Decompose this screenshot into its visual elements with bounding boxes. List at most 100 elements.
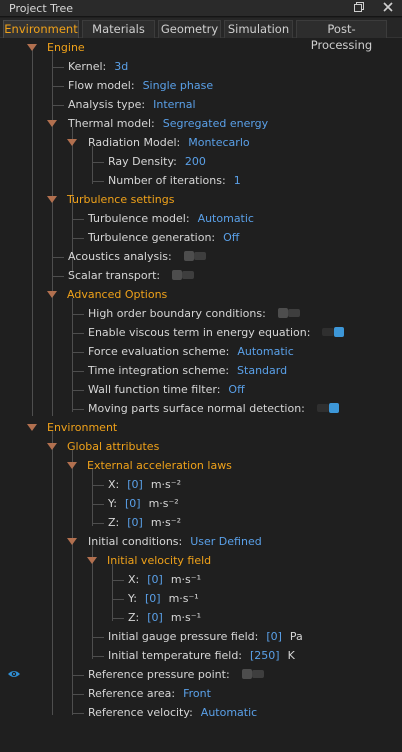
tab-materials[interactable]: Materials: [82, 20, 155, 38]
accel-y-unit: m·s⁻²: [148, 497, 179, 510]
chevron-down-icon[interactable]: [67, 462, 77, 469]
engine-header[interactable]: Engine: [47, 41, 85, 54]
velocity-x-unit: m·s⁻¹: [170, 573, 202, 586]
turbulence-generation-value[interactable]: Off: [223, 231, 240, 244]
init-temperature-label: Initial temperature field:: [108, 649, 243, 662]
init-temperature-value[interactable]: [250]: [250, 649, 280, 662]
tree-branch: [52, 276, 64, 277]
tree-branch: [92, 485, 104, 486]
analysis-type-value[interactable]: Internal: [153, 98, 196, 111]
radiation-model-value[interactable]: Montecarlo: [188, 136, 250, 149]
ref-velocity-value[interactable]: Automatic: [200, 706, 258, 719]
accel-x-value[interactable]: [0]: [127, 478, 143, 491]
tree-branch: [72, 675, 84, 676]
ref-pressure-point-row: Reference pressure point:: [88, 665, 264, 684]
tree-branch: [72, 713, 84, 714]
environment-header[interactable]: Environment: [47, 421, 118, 434]
chevron-down-icon[interactable]: [47, 443, 57, 450]
velocity-y-row: Y:[0]m·s⁻¹: [128, 589, 199, 608]
wall-filter-label: Wall function time filter:: [88, 383, 221, 396]
ref-pressure-point-toggle[interactable]: [241, 669, 264, 679]
chevron-down-icon[interactable]: [47, 196, 57, 203]
turbulence-model-label: Turbulence model:: [88, 212, 190, 225]
tab-post-processing[interactable]: Post-Processing: [296, 20, 387, 52]
tree-branch: [72, 352, 84, 353]
accel-x-unit: m·s⁻²: [150, 478, 182, 491]
velocity-z-value[interactable]: [0]: [147, 611, 163, 624]
velocity-x-row: X: [0] m·s⁻¹: [128, 570, 201, 589]
turbulence-model-value[interactable]: Automatic: [197, 212, 254, 225]
global-attributes-header[interactable]: Global attributes: [67, 440, 160, 453]
ref-pressure-point-label: Reference pressure point:: [88, 668, 230, 681]
iterations-label: Number of iterations:: [108, 174, 226, 187]
gauge-pressure-label: Initial gauge pressure field:: [108, 630, 259, 643]
viscous-term-toggle[interactable]: [322, 327, 345, 337]
chevron-down-icon[interactable]: [87, 557, 97, 564]
kernel-value[interactable]: 3d: [114, 60, 129, 73]
ref-velocity-row: Reference velocity:Automatic: [88, 703, 257, 722]
chevron-down-icon[interactable]: [27, 44, 37, 51]
tree-guide: [72, 203, 73, 241]
accel-z-value[interactable]: [0]: [127, 516, 143, 529]
chevron-down-icon[interactable]: [47, 291, 57, 298]
radiation-model-label: Radiation Model:: [88, 136, 181, 149]
moving-parts-row: Moving parts surface normal detection:: [88, 399, 339, 418]
chevron-down-icon[interactable]: [67, 538, 77, 545]
turbulence-generation-row: Turbulence generation:Off: [88, 228, 239, 247]
wall-filter-value[interactable]: Off: [228, 383, 245, 396]
chevron-down-icon[interactable]: [47, 120, 57, 127]
thermal-model-value[interactable]: Segregated energy: [162, 117, 269, 130]
acoustics-row: Acoustics analysis:: [68, 247, 206, 266]
accel-y-value[interactable]: [0]: [124, 497, 141, 510]
tree-branch: [72, 219, 84, 220]
tab-environment[interactable]: Environment: [3, 20, 79, 38]
initial-conditions-label: Initial conditions:: [88, 535, 183, 548]
analysis-type-row: Analysis type:Internal: [68, 95, 196, 114]
initial-velocity-header[interactable]: Initial velocity field: [107, 554, 212, 567]
panel-title: Project Tree: [9, 2, 74, 15]
acoustics-toggle[interactable]: [183, 251, 206, 261]
high-order-label: High order boundary conditions:: [88, 307, 266, 320]
ray-density-value[interactable]: 200: [184, 155, 206, 168]
ray-density-label: Ray Density:: [108, 155, 177, 168]
iterations-value[interactable]: 1: [233, 174, 241, 187]
panel-titlebar: Project Tree: [0, 0, 402, 17]
flow-model-label: Flow model:: [68, 79, 135, 92]
ref-area-value[interactable]: Front: [183, 687, 211, 700]
force-eval-value[interactable]: Automatic: [237, 345, 294, 358]
scalar-transport-toggle[interactable]: [172, 270, 195, 280]
close-icon[interactable]: [381, 1, 395, 15]
acoustics-label: Acoustics analysis:: [68, 250, 172, 263]
tab-simulation[interactable]: Simulation: [224, 20, 293, 38]
velocity-x-label: X:: [128, 573, 140, 586]
force-eval-label: Force evaluation scheme:: [88, 345, 230, 358]
restore-icon[interactable]: [352, 1, 366, 15]
tree-guide: [72, 127, 73, 274]
tree-branch: [92, 523, 104, 524]
ref-area-label: Reference area:: [88, 687, 176, 700]
moving-parts-toggle[interactable]: [316, 403, 339, 413]
eye-icon[interactable]: [7, 669, 21, 679]
time-integration-value[interactable]: Standard: [237, 364, 288, 377]
tab-geometry[interactable]: Geometry: [158, 20, 221, 38]
chevron-down-icon[interactable]: [67, 139, 77, 146]
high-order-toggle[interactable]: [277, 308, 300, 318]
flow-model-value[interactable]: Single phase: [142, 79, 214, 92]
velocity-z-row: Z: [0] m·s⁻¹: [128, 608, 201, 627]
tree-branch: [72, 238, 84, 239]
initial-conditions-value[interactable]: User Defined: [190, 535, 262, 548]
chevron-down-icon[interactable]: [27, 424, 37, 431]
external-acceleration-header[interactable]: External acceleration laws: [87, 459, 232, 472]
velocity-z-unit: m·s⁻¹: [170, 611, 202, 624]
radiation-model-row: Radiation Model: Montecarlo: [88, 133, 250, 152]
gauge-pressure-value[interactable]: [0]: [266, 630, 282, 643]
accel-z-unit: m·s⁻²: [150, 516, 182, 529]
velocity-x-value[interactable]: [0]: [147, 573, 163, 586]
tree-branch: [52, 257, 64, 258]
velocity-y-value[interactable]: [0]: [144, 592, 161, 605]
turbulence-settings-header[interactable]: Turbulence settings: [67, 193, 175, 206]
velocity-z-label: Z:: [128, 611, 140, 624]
iterations-row: Number of iterations: 1: [108, 171, 241, 190]
advanced-options-header[interactable]: Advanced Options: [67, 288, 168, 301]
tree-branch: [72, 694, 84, 695]
